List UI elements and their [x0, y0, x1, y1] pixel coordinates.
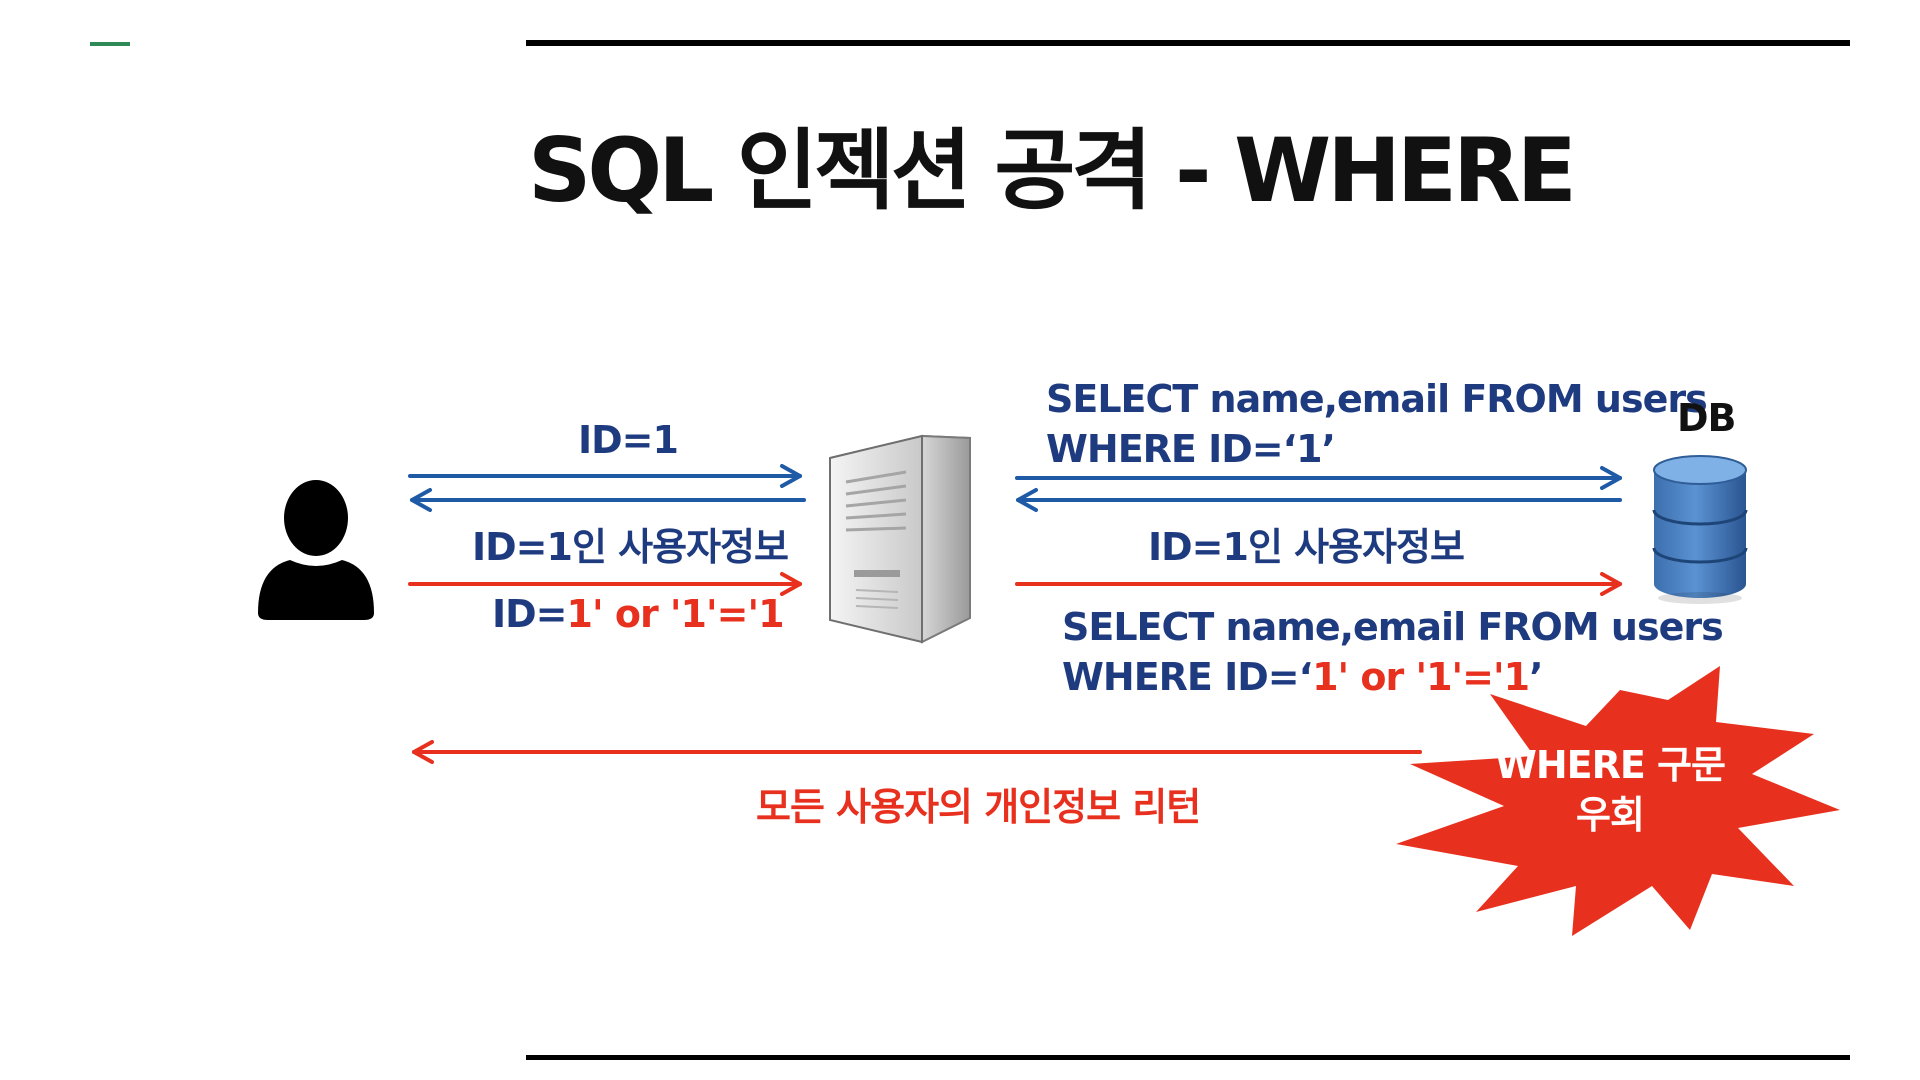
normal-query: SELECT name,email FROM users WHERE ID=‘1… [1046, 374, 1708, 474]
arrow-request-normal [408, 464, 802, 488]
normal-request-label: ID=1 [578, 418, 679, 462]
normal-response-label: ID=1인 사용자정보 [472, 525, 789, 569]
accent-dash [90, 42, 130, 46]
attack-request-payload: 1' or '1'='1 [566, 592, 785, 636]
burst-line2: 우회 [1576, 793, 1645, 837]
attack-query-where: WHERE ID= [1062, 655, 1300, 699]
attack-query: SELECT name,email FROM users WHERE ID=‘1… [1062, 602, 1724, 702]
arrow-query-attack [1015, 572, 1622, 596]
burst-text: WHERE 구문 우회 [1490, 740, 1730, 840]
bottom-rule [526, 1055, 1850, 1060]
slide-title: SQL 인젝션 공격 - WHERE [528, 119, 1577, 222]
where-bypass-burst [1396, 666, 1840, 936]
attack-query-open-quote: ‘ [1298, 655, 1313, 699]
attack-query-line2: WHERE ID=‘1' or '1'='1’ [1062, 652, 1723, 702]
arrow-leak-return [412, 740, 1422, 764]
arrow-response-normal [410, 488, 806, 512]
burst-line1: WHERE 구문 [1494, 743, 1726, 787]
attack-query-close-quote: ’ [1529, 655, 1543, 699]
user-icon [258, 480, 374, 620]
db-response-label: ID=1인 사용자정보 [1148, 525, 1465, 569]
normal-query-line2: WHERE ID=‘1’ [1046, 427, 1336, 471]
server-icon [829, 434, 971, 644]
arrow-request-attack [408, 572, 802, 596]
attack-query-line1: SELECT name,email FROM users [1062, 605, 1724, 649]
normal-query-line1: SELECT name,email FROM users [1046, 377, 1708, 421]
attack-query-payload: 1' or '1'='1 [1312, 655, 1530, 699]
arrow-query-normal [1015, 466, 1622, 490]
attack-request-prefix: ID= [492, 592, 568, 636]
db-label: DB [1677, 396, 1737, 440]
top-rule [526, 40, 1850, 46]
attack-request-label: ID=1' or '1'='1 [492, 592, 785, 636]
arrow-db-response [1016, 488, 1622, 512]
leak-result-label: 모든 사용자의 개인정보 리턴 [756, 785, 1201, 829]
database-icon [1652, 455, 1748, 604]
